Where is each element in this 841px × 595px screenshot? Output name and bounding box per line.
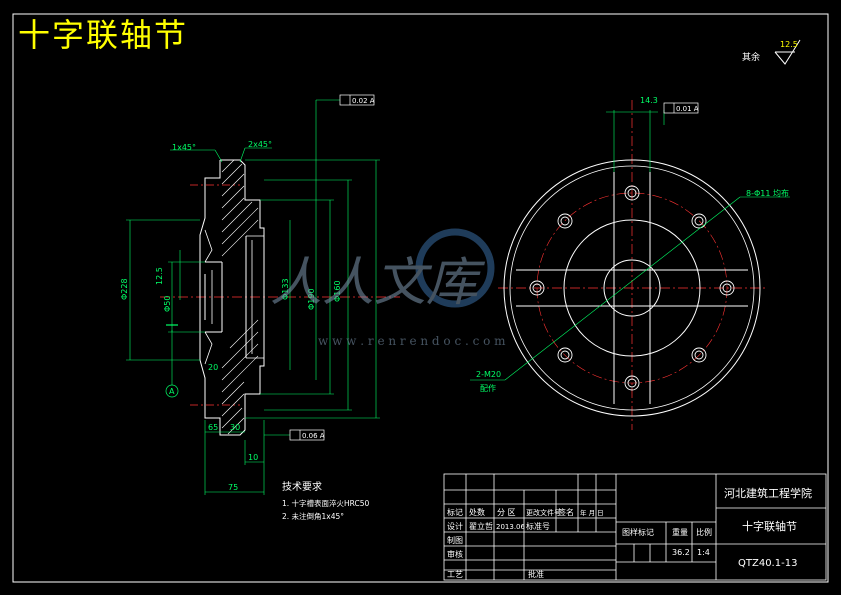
tb-part-name: 十字联轴节 [742,519,797,533]
chamfer-2-label: 2x45° [248,140,272,149]
bolt-holes [529,185,735,391]
cross-slot [516,172,748,404]
tb-design-0: 设计 [447,521,463,531]
tb-header-4: 签名 [558,507,574,517]
dim-20: 20 [208,363,218,372]
watermark-text: 人人文库 [270,253,486,313]
dim-10: 10 [248,453,258,462]
drawing-title: 十字联轴节 [18,16,189,54]
tolerance-frame-top-left [339,94,375,106]
hole-spec: 8-Φ11 均布 [746,188,789,198]
tol-top-left: 0.02 A [352,97,375,105]
front-view: 8-Φ11 均布 2-M20 配作 14.3 0.01 A [470,96,790,430]
top-right-dim: 14.3 [640,96,658,105]
dia-hub: Φ190 [307,288,316,310]
tolerance-frame-bottom [289,429,325,441]
dia-bore: Φ50 [163,296,172,312]
tb-approve: 批准 [528,569,544,579]
notes-heading: 技术要求 [282,480,322,493]
dia-outer: Φ228 [120,278,129,300]
outer-rim [503,159,761,417]
tol-top-right: 0.01 A [676,105,699,113]
tolerance-frame-top-right [663,102,699,114]
flange-outline [199,159,265,436]
tb-weight-label: 重量 [672,527,688,537]
tb-row-label-2: 工艺 [447,570,463,579]
tb-drawing-no: QTZ40.1-13 [738,558,797,569]
roughness-value: 12.5 [780,40,798,49]
pin-spec: 2-M20 [476,370,501,379]
drawing-border [12,13,829,583]
section-view: A 0.02 A 0.06 A 1x45° 2x45° 20 65 30 10 … [120,94,400,495]
watermark-logo-icon [415,228,495,308]
tb-design-3: 标准号 [526,521,550,531]
tb-row-label-1: 审核 [447,549,463,559]
tb-scale: 1:4 [697,548,710,557]
tb-row-label-0: 制图 [447,535,463,545]
dim-30: 30 [230,423,240,432]
tb-header-2: 分 区 [497,508,516,517]
tb-design-2: 2013.06 [496,523,525,531]
tb-stage-label: 图样标记 [622,527,654,537]
bore-circle [603,259,661,317]
roughness-label: 其余 [742,51,760,63]
dia-mid: Φ160 [333,280,342,302]
note-2: 2. 未注倒角1x45° [282,511,344,521]
tb-header-5: 年 月 日 [580,508,604,517]
tb-scale-label: 比例 [696,527,712,537]
tb-header-3: 更改文件号 [526,508,561,517]
section-dimensions [126,99,380,495]
note-1: 1. 十字槽表面淬火HRC50 [282,498,370,508]
tb-header-1: 处数 [469,507,485,517]
tol-bottom: 0.06 A [302,432,325,440]
tb-design-1: 翟立哲 [469,521,493,531]
tb-weight: 36.2 [672,548,690,557]
tb-header-0: 标记 [447,507,463,517]
dim-65: 65 [208,423,218,432]
watermark-url: w w w . r e n r e n d o c . c o m [318,334,506,348]
datum-label: A [169,387,175,396]
title-block [443,473,827,581]
pin-note: 配作 [480,383,496,393]
chamfer-1-label: 1x45° [172,143,196,152]
datum-a-symbol-icon [165,324,179,398]
dia-2: Φ133 [281,278,290,300]
keyway-top: 12.5 [155,267,164,285]
dim-75: 75 [228,483,238,492]
roughness-symbol-icon [774,39,801,65]
section-hatching [221,159,259,435]
watermark: 人人文库 w w w . r e n r e n d o c . c o m [270,228,506,348]
tb-school: 河北建筑工程学院 [724,486,812,500]
hub-circle [563,219,701,357]
bolt-circle [536,192,728,384]
